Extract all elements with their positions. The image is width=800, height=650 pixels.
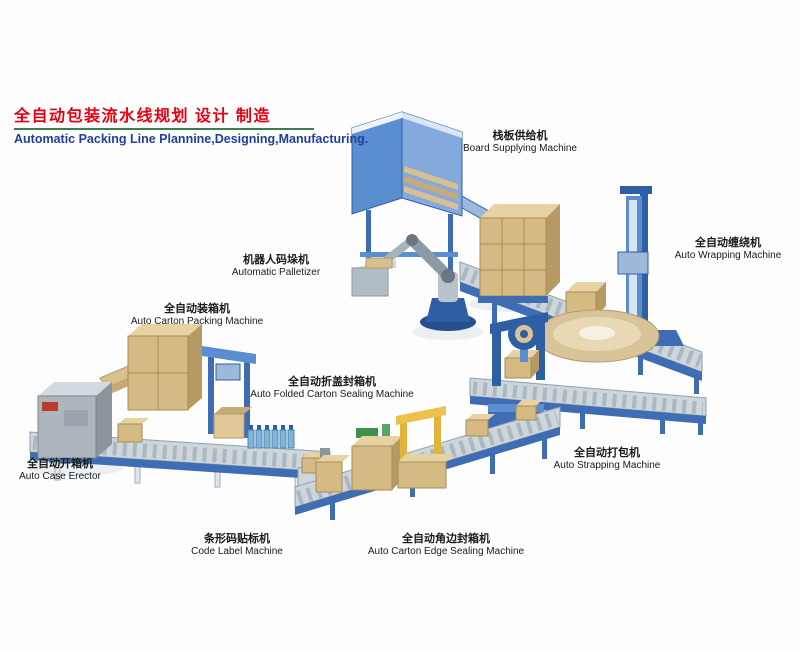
- auto-folded-carton-sealing-machine-graphic: [351, 424, 402, 491]
- label-en: Auto Carton Packing Machine: [130, 316, 264, 327]
- label-zh: 全自动角边封箱机: [402, 533, 490, 545]
- turntable-graphic: [534, 309, 684, 363]
- machine-label-board-supplying: 栈板供给机 Board Supplying Machine: [463, 130, 577, 155]
- machine-label-code-label: 条形码贴标机 Code Label Machine: [191, 533, 283, 558]
- label-en: Auto Wrapping Machine: [674, 250, 782, 261]
- label-zh: 全自动打包机: [573, 447, 640, 459]
- auto-carton-edge-sealing-machine-graphic: [396, 406, 454, 489]
- machine-label-auto-folded-carton-sealing: 全自动折盖封箱机 Auto Folded Carton Sealing Mach…: [250, 376, 413, 401]
- bottle-group-graphic: [247, 425, 295, 449]
- label-zh: 栈板供给机: [492, 130, 548, 142]
- label-zh: 全自动开箱机: [27, 458, 93, 470]
- automatic-palletizer-graphic: [351, 234, 476, 331]
- pallet-stack-graphic: [478, 204, 560, 303]
- left-conveyor-box-graphic: [117, 418, 149, 443]
- label-zh: 全自动缠绕机: [694, 237, 761, 249]
- title-underline: [14, 128, 314, 130]
- machine-label-auto-carton-packing: 全自动装箱机 Auto Carton Packing Machine: [131, 303, 263, 328]
- strap-coil-graphic: [508, 318, 540, 362]
- page-title: 全自动包装流水线规划 设计 制造: [14, 108, 271, 125]
- label-en: Auto Carton Edge Sealing Machine: [367, 546, 525, 557]
- machine-label-automatic-palletizer: 机器人码垛机 Automatic Palletizer: [232, 254, 320, 279]
- page-subtitle: Automatic Packing Line Plannine,Designin…: [14, 132, 369, 146]
- bottom-conveyor-boxes-graphic: [465, 400, 542, 437]
- label-en: Board Supplying Machine: [463, 143, 577, 154]
- label-en: Auto Strapping Machine: [553, 460, 661, 471]
- label-en: Auto Folded Carton Sealing Machine: [250, 389, 414, 400]
- code-label-machine-graphic: [315, 448, 350, 493]
- label-zh: 条形码贴标机: [203, 533, 270, 545]
- auto-wrapping-machine-graphic: [617, 186, 652, 332]
- label-en: Code Label Machine: [191, 546, 283, 557]
- auto-case-erector-graphic: [37, 355, 162, 459]
- machine-label-auto-strapping: 全自动打包机 Auto Strapping Machine: [554, 447, 661, 472]
- label-zh: 全自动装箱机: [163, 303, 230, 315]
- header: 全自动包装流水线规划 设计 制造 Automatic Packing Line …: [14, 108, 368, 146]
- machine-label-auto-case-erector: 全自动开箱机 Auto Case Erector: [19, 458, 101, 483]
- label-en: Automatic Palletizer: [231, 267, 321, 278]
- machine-label-auto-carton-edge-sealing: 全自动角边封箱机 Auto Carton Edge Sealing Machin…: [368, 533, 524, 558]
- label-en: Auto Case Erector: [19, 471, 101, 482]
- auto-carton-packing-machine-graphic: [127, 324, 256, 439]
- label-zh: 机器人码垛机: [243, 254, 309, 266]
- machine-label-auto-wrapping: 全自动缠绕机 Auto Wrapping Machine: [675, 237, 782, 262]
- label-zh: 全自动折盖封箱机: [288, 376, 376, 388]
- board-supplying-machine-graphic: [351, 111, 506, 284]
